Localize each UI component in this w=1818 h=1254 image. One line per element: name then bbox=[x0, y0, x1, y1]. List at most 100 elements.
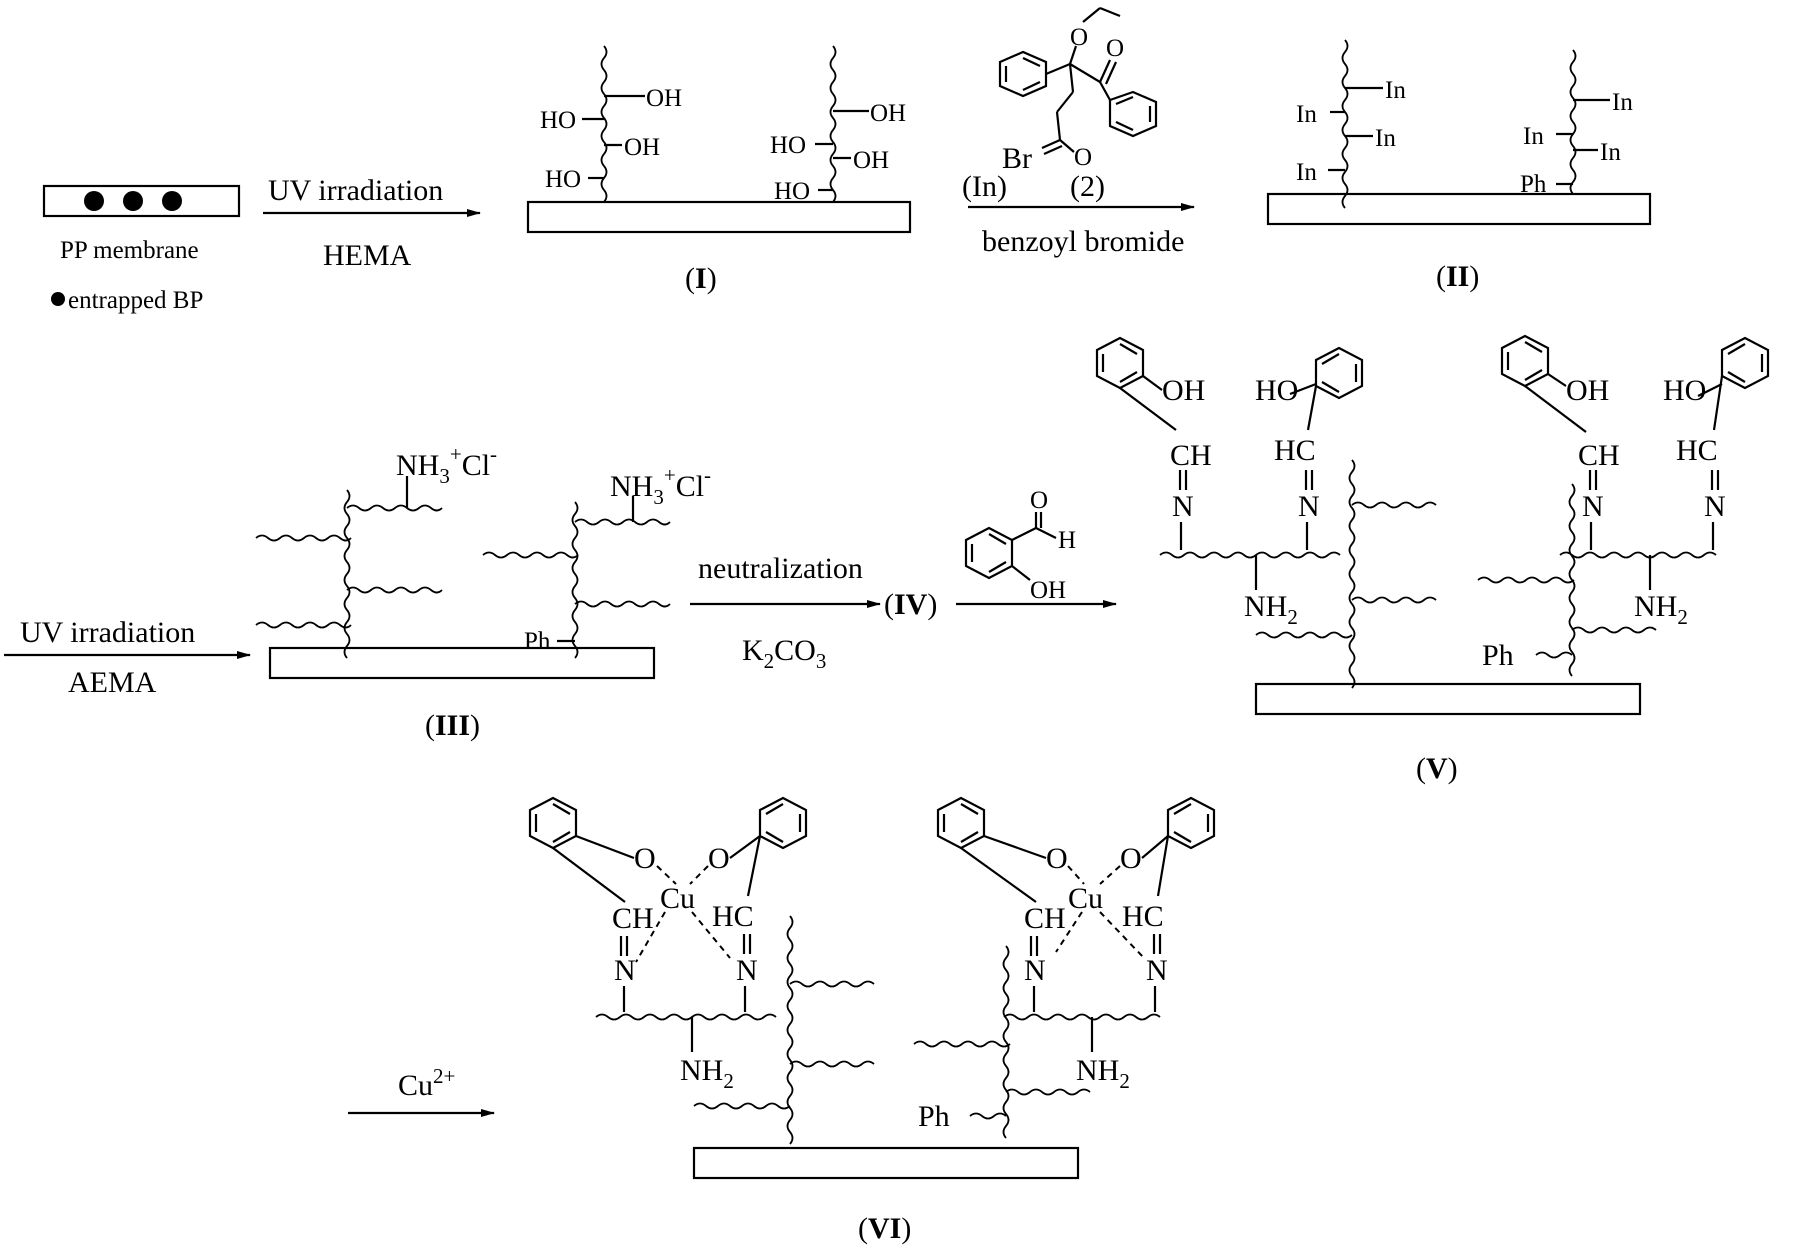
bond bbox=[1069, 63, 1101, 83]
phenyl-label: Ph bbox=[1482, 639, 1514, 672]
coordination-bond bbox=[656, 865, 677, 885]
polymer-chain bbox=[913, 1040, 1011, 1048]
imine-n-label: N bbox=[1024, 954, 1046, 987]
reagent-number: (2) bbox=[1070, 170, 1105, 203]
bond bbox=[988, 561, 1007, 573]
bond bbox=[1041, 138, 1061, 150]
grafted-chain bbox=[600, 45, 608, 203]
coordination-bond bbox=[1055, 911, 1083, 953]
compound-V: OH CH N HO HC N NH2 OH CH bbox=[1095, 334, 1770, 785]
bond bbox=[1104, 61, 1118, 85]
step3-condition-above: UV irradiation bbox=[20, 616, 195, 649]
bond bbox=[1547, 373, 1567, 387]
imine-n-label: N bbox=[736, 954, 758, 987]
bond bbox=[765, 831, 784, 843]
phenyl-label: Ph bbox=[1520, 171, 1547, 198]
bond bbox=[1056, 91, 1074, 113]
imine-hc-label: HC bbox=[1122, 900, 1164, 933]
hydroxyl-label: OH bbox=[1566, 374, 1609, 407]
hydroxyl-label: OH bbox=[1030, 577, 1066, 604]
hydroxyl-label: OH bbox=[853, 147, 889, 174]
compound-VI: O CH N Cu O HC N NH2 bbox=[528, 796, 1216, 1245]
ammonium-label: NH3+Cl- bbox=[610, 463, 711, 509]
bp-dot bbox=[84, 191, 104, 211]
polymer-chain bbox=[1559, 551, 1717, 559]
imine-ch-label: CH bbox=[1578, 439, 1620, 472]
bond bbox=[1524, 385, 1587, 433]
step4-condition-above: neutralization bbox=[698, 552, 863, 585]
coordination-bond bbox=[1067, 865, 1085, 885]
bond bbox=[1119, 343, 1138, 355]
bond bbox=[1142, 375, 1163, 391]
compound-label: (II) bbox=[1436, 260, 1479, 293]
membrane-rect bbox=[42, 184, 241, 218]
hydroxyl-label: OH bbox=[624, 134, 660, 161]
bond bbox=[960, 847, 1037, 903]
polymer-chain bbox=[969, 1112, 1007, 1120]
compound-label: (I) bbox=[685, 262, 717, 295]
hydroxyl-label: HO bbox=[1663, 374, 1706, 407]
bond bbox=[1022, 57, 1041, 67]
polymer-chain bbox=[786, 915, 794, 1145]
bond bbox=[575, 834, 635, 860]
polymer-chain bbox=[255, 621, 352, 629]
imine-n-label: N bbox=[1146, 954, 1168, 987]
bond bbox=[1011, 565, 1031, 581]
compound-label: (V) bbox=[1416, 752, 1458, 785]
imine-hc-label: HC bbox=[1676, 434, 1718, 467]
polymer-chain bbox=[343, 489, 351, 659]
initiator-site: In bbox=[1296, 159, 1317, 186]
coordination-bond bbox=[1099, 865, 1121, 885]
arrow-step-4: neutralization K2CO3 (IV) bbox=[690, 552, 937, 673]
polymer-chain bbox=[1568, 483, 1576, 677]
bond bbox=[1524, 369, 1543, 381]
phenyl-label: Ph bbox=[524, 628, 551, 655]
entrapped-bp-label: entrapped BP bbox=[68, 287, 203, 314]
coordination-bond bbox=[689, 865, 709, 885]
pp-membrane: PP membrane entrapped BP bbox=[42, 184, 241, 314]
compound-II: In In In In In In In Ph (II) bbox=[1266, 39, 1652, 293]
bond bbox=[1156, 835, 1170, 897]
polymer-chain bbox=[574, 518, 671, 526]
hydroxyl-label: OH bbox=[646, 85, 682, 112]
imine-n-label: N bbox=[1172, 490, 1194, 523]
bp-dot bbox=[123, 191, 143, 211]
compound-III: NH3+Cl- Ph NH3+Cl- (III) bbox=[255, 442, 711, 742]
grafted-chain bbox=[1341, 39, 1349, 209]
polymer-chain bbox=[346, 504, 443, 512]
bond bbox=[1098, 59, 1112, 83]
bond bbox=[1082, 7, 1101, 23]
bond bbox=[1068, 63, 1075, 93]
polymer-chain bbox=[1159, 551, 1341, 559]
initiator-site: In bbox=[1612, 89, 1633, 116]
polymer-chain bbox=[1348, 459, 1356, 689]
step3-condition-below: AEMA bbox=[68, 666, 157, 699]
hydroxyl-label: HO bbox=[1255, 374, 1298, 407]
bond bbox=[1524, 341, 1543, 353]
step2-condition-below: benzoyl bromide bbox=[982, 225, 1184, 258]
bond bbox=[1119, 371, 1138, 383]
polymer-chain bbox=[789, 980, 875, 988]
bond bbox=[988, 533, 1007, 545]
oxygen-label: O bbox=[1070, 24, 1088, 51]
compound-label: (IV) bbox=[884, 588, 937, 621]
bond bbox=[1115, 121, 1134, 131]
oxygen-label: O bbox=[634, 842, 656, 875]
polymer-chain bbox=[595, 1013, 777, 1021]
initiator-site: In bbox=[1523, 123, 1544, 150]
hydroxyl-label: HO bbox=[774, 178, 810, 205]
step4-condition-below: K2CO3 bbox=[742, 634, 826, 673]
oxygen-label: O bbox=[1106, 35, 1124, 62]
imine-hc-label: HC bbox=[712, 900, 754, 933]
initiator-site: In bbox=[1375, 125, 1396, 152]
salicylaldehyde-structure: O H OH bbox=[964, 487, 1076, 604]
hydroxyl-label: OH bbox=[1162, 374, 1205, 407]
polymer-chain bbox=[1255, 631, 1353, 639]
bond bbox=[1099, 81, 1111, 101]
bond bbox=[1022, 81, 1041, 91]
bond bbox=[1321, 381, 1340, 393]
arrow-step-6: Cu2+ bbox=[348, 1064, 495, 1117]
imine-n-label: N bbox=[1298, 490, 1320, 523]
bond bbox=[1289, 382, 1317, 396]
copper-label: Cu bbox=[1068, 882, 1103, 915]
